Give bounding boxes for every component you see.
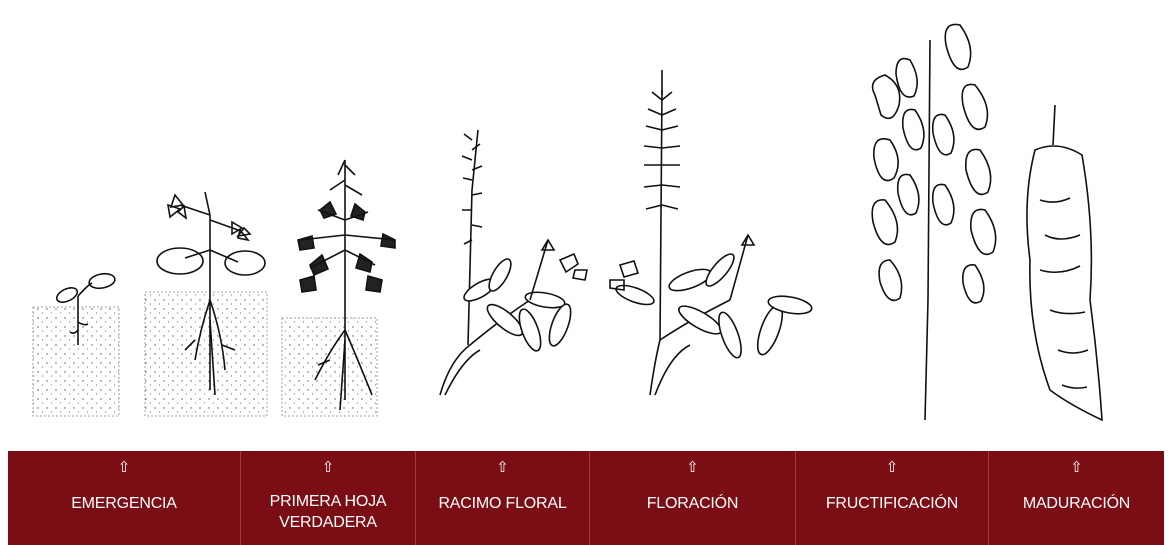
up-arrow-icon: ⇧ xyxy=(118,459,131,477)
fruiting-plant-drawing xyxy=(872,24,995,420)
growth-stages-illustration xyxy=(0,0,1172,440)
flowering-plant-drawing xyxy=(610,70,813,395)
floral-raceme-plant-drawing xyxy=(440,130,587,395)
stage-label: MADURACIÓN xyxy=(1023,493,1130,514)
stage-label: PRIMERA HOJA VERDADERA xyxy=(270,491,387,533)
stage-label: FRUCTIFICACIÓN xyxy=(826,493,958,514)
up-arrow-icon: ⇧ xyxy=(886,459,899,477)
stage-emergencia: ⇧ EMERGENCIA xyxy=(8,451,241,545)
up-arrow-icon: ⇧ xyxy=(686,459,699,477)
stage-maduracion: ⇧ MADURACIÓN xyxy=(989,451,1164,545)
stage-primera-hoja-verdadera: ⇧ PRIMERA HOJA VERDADERA xyxy=(241,451,416,545)
mature-pod-drawing xyxy=(1027,105,1102,420)
up-arrow-icon: ⇧ xyxy=(1070,459,1083,477)
emergence-plant-drawing xyxy=(33,272,119,416)
up-arrow-icon: ⇧ xyxy=(496,459,509,477)
stage-label-line2: VERDADERA xyxy=(279,514,377,531)
stage-label: EMERGENCIA xyxy=(71,493,177,514)
stage-floracion: ⇧ FLORACIÓN xyxy=(590,451,796,545)
up-arrow-icon: ⇧ xyxy=(322,459,335,477)
young-plant-drawing xyxy=(282,160,395,416)
stage-label: FLORACIÓN xyxy=(647,493,739,514)
stage-fructificacion: ⇧ FRUCTIFICACIÓN xyxy=(796,451,989,545)
first-true-leaf-plant-drawing xyxy=(145,192,267,416)
growth-stage-bar: ⇧ EMERGENCIA ⇧ PRIMERA HOJA VERDADERA ⇧ … xyxy=(8,451,1164,545)
stage-racimo-floral: ⇧ RACIMO FLORAL xyxy=(416,451,590,545)
stage-label: RACIMO FLORAL xyxy=(438,493,566,514)
stage-label-line1: PRIMERA HOJA xyxy=(270,493,387,510)
